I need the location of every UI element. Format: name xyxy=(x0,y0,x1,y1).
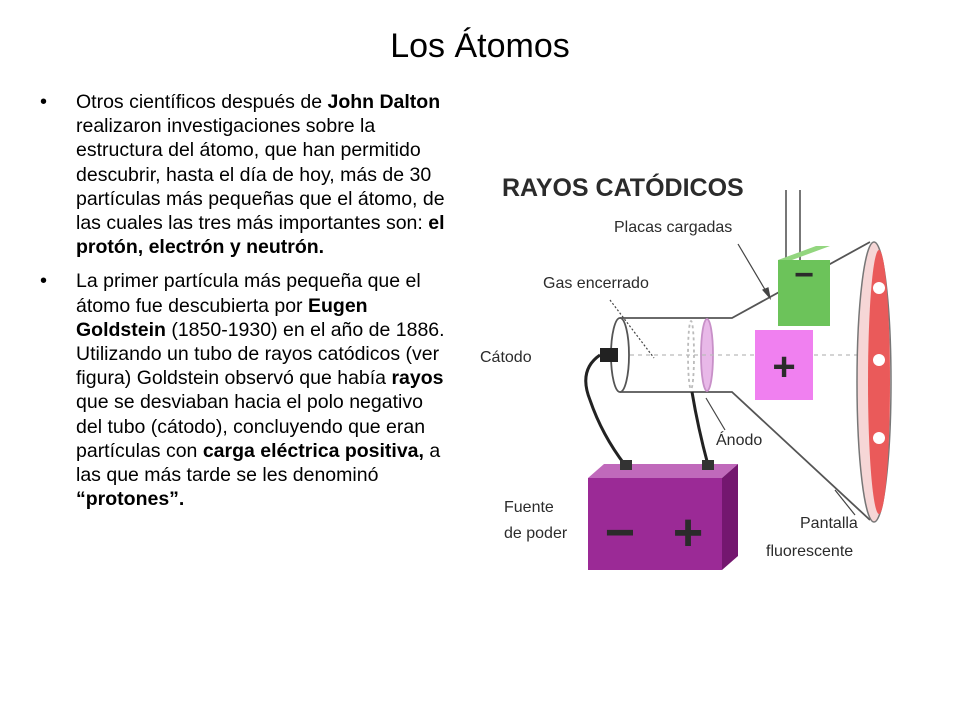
bullet-item: • La primer partícula más pequeña que el… xyxy=(40,269,450,511)
bullet-segment: Otros científicos después de xyxy=(76,91,328,113)
tube xyxy=(610,241,871,521)
label-anode: Ánodo xyxy=(716,430,762,449)
label-screen-line1: Pantalla xyxy=(800,515,858,532)
label-cathode: Cátodo xyxy=(480,349,532,366)
label-power-line2: de poder xyxy=(504,525,568,542)
bullet-segment: realizaron investigaciones sobre la estr… xyxy=(76,115,445,235)
cathode-connector xyxy=(584,348,710,466)
battery-positive-sign: + xyxy=(673,504,703,562)
plate-negative-sign: − xyxy=(794,256,814,294)
charged-plates: − + xyxy=(755,190,830,400)
battery: − + xyxy=(588,460,738,570)
label-screen-line2: fluorescente xyxy=(766,543,853,560)
label-plates: Placas cargadas xyxy=(614,219,732,236)
bullet-dot-icon: • xyxy=(40,91,48,113)
bullet-text: Otros científicos después de John Dalton… xyxy=(76,91,445,258)
label-gas: Gas encerrado xyxy=(543,275,649,292)
bullet-segment-bold: rayos xyxy=(391,367,444,390)
bullet-segment: a las que más tarde se les denominó xyxy=(76,439,441,487)
bullet-segment: La primer partícula más pequeña que el á… xyxy=(76,270,421,317)
bullet-segment-bold: Eugen Goldstein xyxy=(76,294,368,341)
label-power-line1: Fuente xyxy=(504,499,554,516)
bullet-text: La primer partícula más pequeña que el á… xyxy=(76,270,445,510)
negative-plate xyxy=(778,260,830,326)
bullet-list: • Otros científicos después de John Dalt… xyxy=(40,90,450,521)
cathode-ray-diagram: RAYOS CATÓDICOS − + xyxy=(480,172,892,570)
pointer-lines xyxy=(609,243,856,516)
bullet-segment: que se desviaban hacia el polo negativo … xyxy=(76,391,426,462)
screen-dot xyxy=(873,282,885,294)
battery-negative-sign: − xyxy=(605,504,635,562)
fluorescent-screen xyxy=(856,241,892,523)
plate-positive-sign: + xyxy=(772,345,795,389)
positive-plate xyxy=(755,330,813,400)
bullet-segment-bold: el protón, electrón y neutrón. xyxy=(76,212,445,259)
bullet-segment-bold: carga eléctrica positiva, xyxy=(202,439,424,462)
figure-title: RAYOS CATÓDICOS xyxy=(502,172,744,202)
screen-dot xyxy=(873,354,885,366)
bullet-item: • Otros científicos después de John Dalt… xyxy=(40,90,450,259)
bullet-segment-bold: “protones”. xyxy=(76,488,185,511)
slide-title: Los Átomos xyxy=(390,27,570,65)
screen-fill xyxy=(868,250,890,514)
bullet-dot-icon: • xyxy=(40,270,48,293)
cathode-ray-figure: RAYOS CATÓDICOS − + xyxy=(470,160,910,580)
bullet-segment-bold: John Dalton xyxy=(327,91,441,113)
screen-dot xyxy=(873,432,885,444)
bullet-segment: (1850-1930) en el año de 1886. Utilizand… xyxy=(76,318,445,390)
